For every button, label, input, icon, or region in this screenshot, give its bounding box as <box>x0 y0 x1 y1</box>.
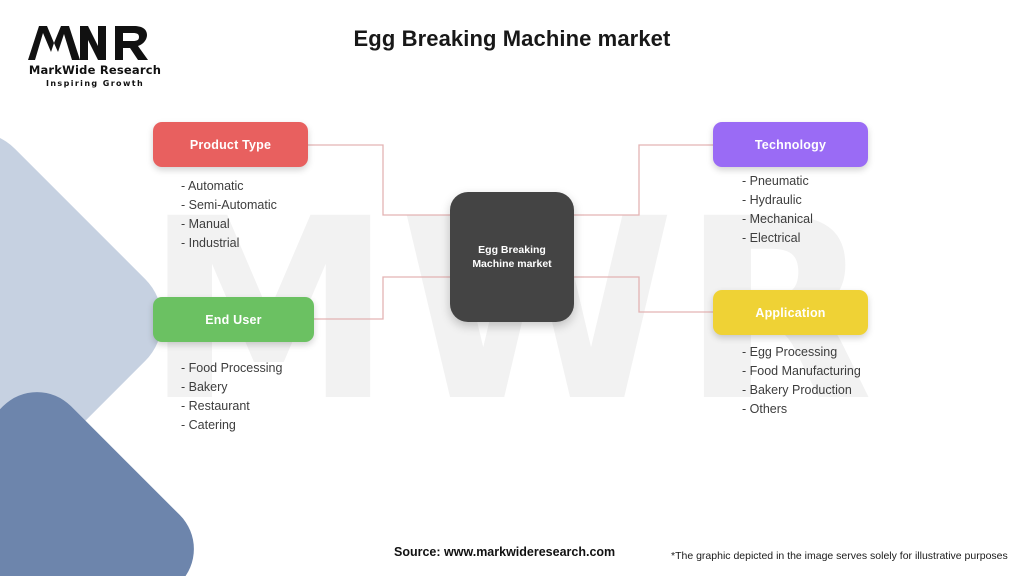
center-node-label-line1: Egg Breaking <box>478 243 546 256</box>
brand-logo: MarkWide Research Inspiring Growth <box>20 22 170 88</box>
list-item: - Hydraulic <box>742 193 802 207</box>
center-node[interactable]: Egg Breaking Machine market <box>450 192 574 322</box>
disclaimer-text: *The graphic depicted in the image serve… <box>671 550 1008 562</box>
list-item: - Food Manufacturing <box>742 364 861 378</box>
list-item: - Pneumatic <box>742 174 809 188</box>
branch-label-product-type: Product Type <box>189 137 272 152</box>
page-title: Egg Breaking Machine market <box>353 26 671 51</box>
list-item: - Industrial <box>181 236 240 250</box>
branch-node-product-type[interactable]: Product Type <box>153 122 308 167</box>
branch-items-technology: - Pneumatic - Hydraulic - Mechanical - E… <box>742 172 813 248</box>
list-item: - Restaurant <box>181 399 250 413</box>
branch-label-end-user: End User <box>205 312 262 327</box>
center-node-label: Egg Breaking Machine market <box>472 243 551 271</box>
branch-node-application[interactable]: Application <box>713 290 868 335</box>
connector-end-user <box>314 276 452 320</box>
branch-items-product-type: - Automatic - Semi-Automatic - Manual - … <box>181 177 277 253</box>
center-node-label-line2: Machine market <box>472 258 552 270</box>
list-item: - Catering <box>181 418 236 432</box>
list-item: - Egg Processing <box>742 345 838 359</box>
source-label: Source: www.markwideresearch.com <box>394 545 616 559</box>
branch-node-technology[interactable]: Technology <box>713 122 868 167</box>
logo-tagline: Inspiring Growth <box>45 79 145 88</box>
mwr-logo-icon <box>28 26 148 60</box>
list-item: - Semi-Automatic <box>181 198 277 212</box>
branch-label-technology: Technology <box>754 137 827 152</box>
connector-technology <box>572 144 713 216</box>
connector-application <box>572 276 713 313</box>
list-item: - Electrical <box>742 231 801 245</box>
list-item: - Manual <box>181 217 230 231</box>
branch-items-end-user: - Food Processing - Bakery - Restaurant … <box>181 359 282 435</box>
logo-company-name: MarkWide Research <box>28 63 162 77</box>
list-item: - Mechanical <box>742 212 813 226</box>
list-item: - Bakery <box>181 380 228 394</box>
list-item: - Automatic <box>181 179 244 193</box>
connector-product-type <box>308 144 452 216</box>
branch-label-application: Application <box>755 305 826 320</box>
list-item: - Bakery Production <box>742 383 852 397</box>
branch-node-end-user[interactable]: End User <box>153 297 314 342</box>
branch-items-application: - Egg Processing - Food Manufacturing - … <box>742 343 861 419</box>
list-item: - Others <box>742 402 788 416</box>
list-item: - Food Processing <box>181 361 283 375</box>
